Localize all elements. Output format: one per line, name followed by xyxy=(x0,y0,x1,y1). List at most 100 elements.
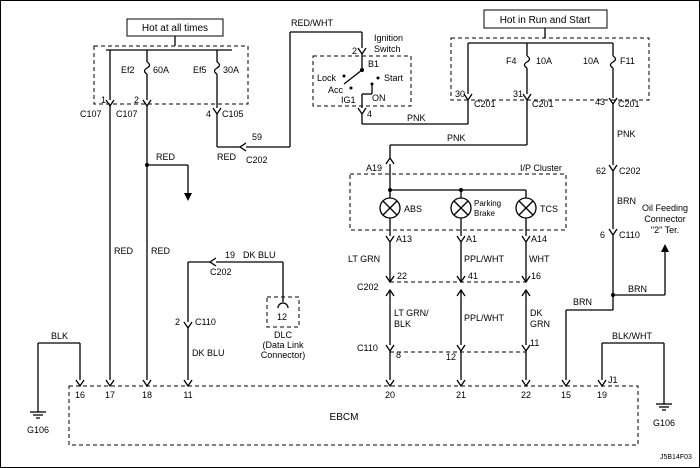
fuse-ef2-name: Ef2 xyxy=(121,65,135,75)
c201-label-2: C201 xyxy=(532,99,554,109)
wire-red-wht-label: RED/WHT xyxy=(291,18,333,28)
ignition-start: Start xyxy=(384,73,404,83)
oil-connector-line-2: Connector xyxy=(644,214,686,224)
ebcm-pin-22: 22 xyxy=(521,390,531,400)
fuse-ef2-amp: 60A xyxy=(153,65,169,75)
wire-brn-label-2: BRN xyxy=(573,297,592,307)
c107-label-1: C107 xyxy=(80,109,102,119)
wire-dk-grn-label-2: GRN xyxy=(530,319,550,329)
c110-label-3: C110 xyxy=(195,317,216,327)
abs-lamp-icon xyxy=(379,197,401,219)
c201-pin-30: 30 xyxy=(455,89,465,99)
ip-cluster-box xyxy=(349,173,567,231)
cluster-title: I/P Cluster xyxy=(520,163,562,173)
ignition-acc: Acc xyxy=(328,85,344,95)
ebcm-pin-11: 11 xyxy=(183,390,192,400)
fuse-f4-name: F4 xyxy=(506,56,517,66)
ebcm-pin-17: 17 xyxy=(105,390,115,400)
c202-label-4: C202 xyxy=(210,267,232,277)
wire-ppl-wht-label-1: PPL/WHT xyxy=(464,254,505,264)
tcs-lamp-label: TCS xyxy=(540,204,558,214)
ebcm-label: EBCM xyxy=(330,412,359,423)
wire-ppl-wht-label-2: PPL/WHT xyxy=(464,313,505,323)
ignition-b1: B1 xyxy=(368,59,379,69)
c202-pin-41: 41 xyxy=(468,271,478,281)
connector-a1: A1 xyxy=(466,234,477,244)
wire-dk-blu-label-2: DK BLU xyxy=(243,250,276,260)
dlc-pin-12: 12 xyxy=(277,312,287,322)
c202-pin-59: 59 xyxy=(252,132,262,142)
wire-blk-wht-label: BLK/WHT xyxy=(612,331,653,341)
c107-pin-1: 1 xyxy=(101,95,106,105)
c201-label-3: C201 xyxy=(618,99,640,109)
wire-brn-label-1: BRN xyxy=(617,196,636,206)
c202-label-3: C202 xyxy=(357,282,379,292)
ignition-pin-4: 4 xyxy=(367,109,372,119)
ignition-ig1: IG1 xyxy=(341,95,356,105)
c110-pin-6: 6 xyxy=(600,230,605,240)
ebcm-pin-21: 21 xyxy=(456,390,466,400)
oil-connector-line-3: "2" Ter. xyxy=(651,225,679,235)
fuse-f11-amp: 10A xyxy=(583,56,599,66)
c107-pin-2: 2 xyxy=(134,95,139,105)
fuse-block-right xyxy=(450,37,650,101)
wire-dk-grn-label-1: DK xyxy=(530,308,543,318)
fuse-ef2-symbol xyxy=(143,61,151,75)
wire-pnk-f11-label: PNK xyxy=(617,129,636,139)
abs-lamp-label: ABS xyxy=(404,204,422,214)
c201-pin-31: 31 xyxy=(513,89,523,99)
wire-lt-grn-blk-label-1: LT GRN/ xyxy=(394,308,429,318)
c202-label-2: C202 xyxy=(619,166,641,176)
fuse-block-left xyxy=(93,45,249,105)
fuse-ef5-symbol xyxy=(213,61,221,75)
fuse-f4-amp: 10A xyxy=(536,56,552,66)
oil-connector-line-1: Oil Feeding xyxy=(642,203,688,213)
wire-red-label-1: RED xyxy=(114,246,134,256)
ground-right-icon xyxy=(656,403,672,411)
ignition-switch-title-2: Switch xyxy=(374,44,401,54)
wire-lt-grn-label: LT GRN xyxy=(348,254,380,264)
connector-j1: J1 xyxy=(608,375,618,385)
ground-left-label: G106 xyxy=(27,425,49,435)
wire-pnk-ign-label: PNK xyxy=(407,113,426,123)
ebcm-pin-connectors xyxy=(75,379,607,388)
c105-pin-4: 4 xyxy=(206,109,211,119)
ignition-switch-title-1: Ignition xyxy=(374,33,403,43)
ebcm-pin-15: 15 xyxy=(561,390,571,400)
c110-pin-12: 12 xyxy=(446,352,456,362)
parking-brake-lamp-icon xyxy=(450,197,472,219)
c202-pin-22: 22 xyxy=(397,271,407,281)
dlc-label-1: DLC xyxy=(274,330,293,340)
wire-red-c202-label: RED xyxy=(217,152,237,162)
hot-in-run-start-label: Hot in Run and Start xyxy=(500,15,591,26)
ignition-on: ON xyxy=(372,93,386,103)
wire-dk-blu-label-1: DK BLU xyxy=(192,348,225,358)
ebcm-pin-18: 18 xyxy=(142,390,152,400)
c110-pin-11b: 11 xyxy=(530,338,539,348)
ebcm-pin-19: 19 xyxy=(597,390,607,400)
parking-brake-label-2: Brake xyxy=(474,209,495,218)
ground-left-icon xyxy=(30,411,46,419)
wire-pnk-cluster-label: PNK xyxy=(447,133,466,143)
dlc-box xyxy=(266,296,300,328)
ebcm-box xyxy=(68,385,639,446)
wire-blk-label: BLK xyxy=(51,331,68,341)
connector-a14: A14 xyxy=(531,234,547,244)
c202-label-1: C202 xyxy=(246,155,268,165)
ebcm-pin-16: 16 xyxy=(75,390,85,400)
wire-red-branch-label: RED xyxy=(156,152,176,162)
fuse-f4-symbol xyxy=(523,55,531,69)
dlc-label-3: Connector) xyxy=(261,350,306,360)
fuse-f11-symbol xyxy=(609,55,617,69)
parking-brake-label-1: Parking xyxy=(474,199,501,208)
fuse-ef5-amp: 30A xyxy=(223,65,239,75)
c105-label: C105 xyxy=(222,109,244,119)
ignition-pin-2: 2 xyxy=(352,46,357,56)
wire-lt-grn-blk-label-2: BLK xyxy=(394,319,411,329)
wire-wht-label: WHT xyxy=(529,254,550,264)
dlc-label-2: (Data Link xyxy=(262,340,304,350)
ebcm-pin-20: 20 xyxy=(385,390,395,400)
c201-label-1: C201 xyxy=(474,99,496,109)
c110-pin-8: 8 xyxy=(396,350,401,360)
